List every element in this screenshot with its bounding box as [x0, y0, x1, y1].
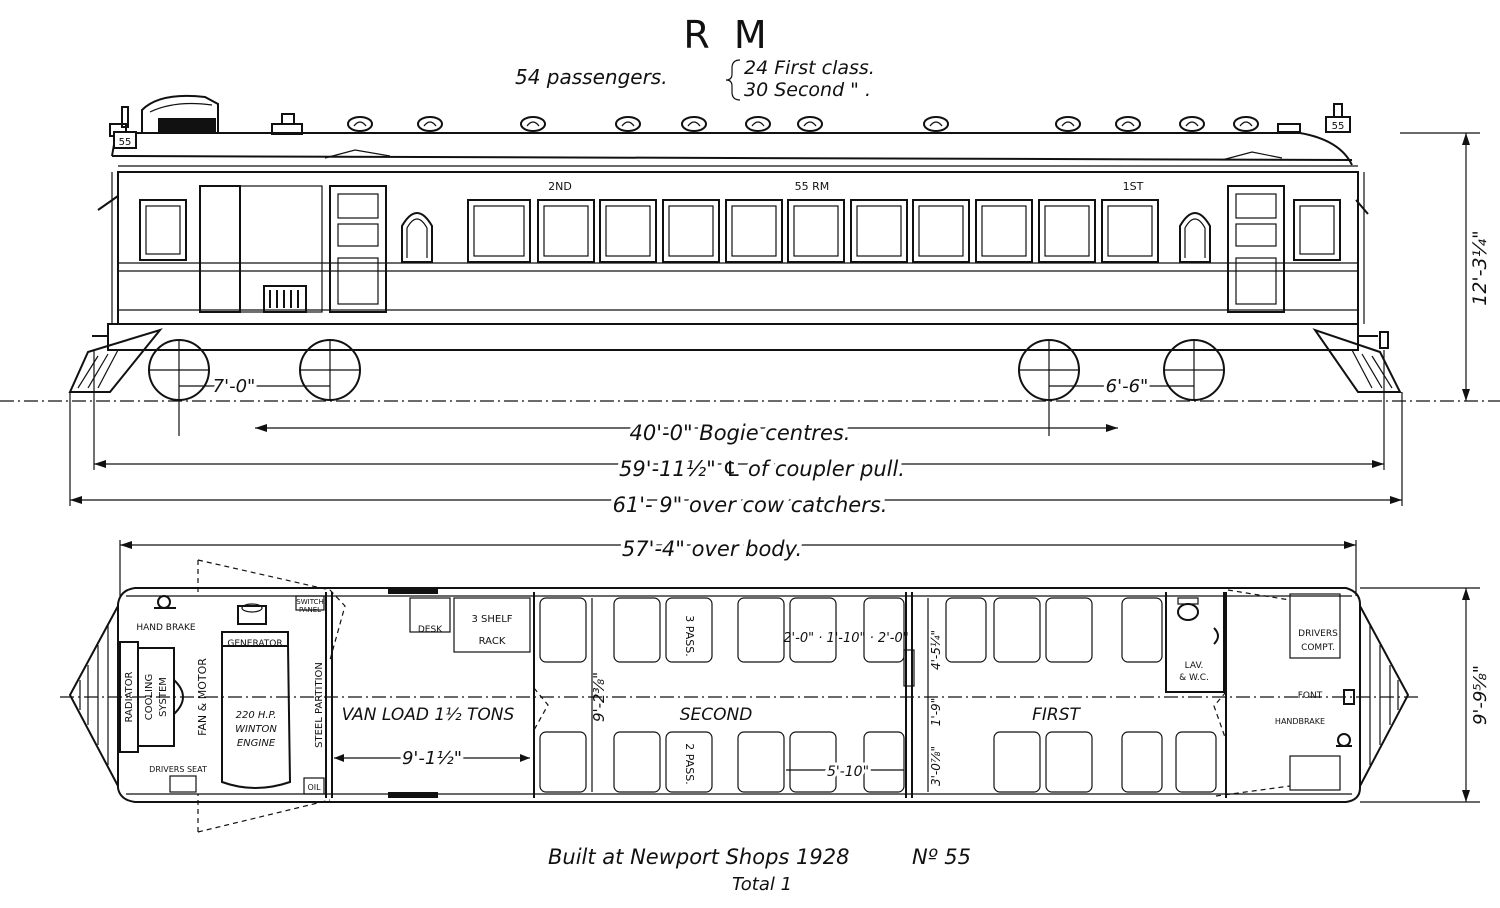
over-body: 57'-4" over body. [622, 537, 802, 561]
roof-ventilators [347, 116, 1259, 132]
aisle-dim-b: 1'-9" [929, 698, 943, 726]
cow-catchers: 61'- 9" over cow catchers. [613, 493, 888, 517]
handbrake-right-label: HANDBRAKE [1275, 717, 1325, 726]
roof-line [111, 132, 1353, 166]
number-plate-left-text: 55 [119, 137, 132, 148]
seat-pitch-dim: 5'-10" [827, 764, 869, 780]
engine-make: WINTON [235, 724, 277, 735]
lavatory [1165, 592, 1225, 693]
plan-catcher-left [68, 605, 119, 787]
aisle-dim-a: 4'-5¼" [929, 630, 943, 670]
drivers-seat-label: DRIVERS SEAT [149, 765, 207, 774]
capacity-first: 24 First class. [744, 57, 875, 79]
cooling-label-1: COOLING [144, 674, 155, 720]
van-load-label: VAN LOAD 1½ TONS [342, 705, 515, 725]
underframe [107, 323, 1359, 351]
steel-partition-label: STEEL PARTITION [314, 662, 325, 748]
handbrake-left [154, 595, 176, 609]
length-dimensions: 40'-0" Bogie centres. 59'-11½" ℄ of coup… [69, 350, 1403, 596]
aisle-dim-c: 3'-0⅞" [929, 746, 943, 786]
shelf-rack-2: RACK [479, 636, 506, 647]
diagram-title: R M [683, 13, 772, 57]
car-number-label: 55 RM [795, 180, 830, 193]
capacity-total: 54 passengers. [515, 65, 668, 89]
bogie-wheels [148, 339, 1225, 401]
van-length: 9'-1½" [402, 748, 462, 769]
desk-label: DESK [418, 625, 443, 635]
side-elevation: 55 55 [0, 94, 1500, 402]
seat-spacing-dim: 2'-0" · 1'-10" · 2'-0" [783, 631, 908, 646]
lav-label-1: LAV. [1185, 661, 1204, 671]
roof-vent [324, 149, 391, 159]
coupler-pull: 59'-11½" ℄ of coupler pull. [619, 457, 905, 481]
drivers-compt [1289, 593, 1341, 659]
class-label-first: 1ST [1123, 180, 1144, 193]
cow-catcher-right [1312, 328, 1402, 393]
seat-width-dim: 9'-2⅜" [590, 672, 608, 722]
wheelbase-left: 7'-0" [213, 376, 256, 397]
capacity-second: 30 Second " . [744, 79, 871, 101]
engine-hp: 220 H.P. [236, 710, 277, 721]
engine-type: ENGINE [237, 738, 276, 749]
lav-label-2: & W.C. [1179, 673, 1209, 683]
body-width: 9'-9⅝" [1470, 665, 1491, 725]
capacity-brace [725, 59, 741, 101]
generator-label: GENERATOR [227, 639, 282, 649]
engine-grille [263, 285, 307, 313]
first-class-seats [945, 597, 1217, 793]
second-label: SECOND [680, 705, 753, 725]
roof-radiator: 55 [109, 94, 219, 149]
handbrake-left-label: HAND BRAKE [136, 623, 196, 633]
number-plate-left [113, 131, 137, 149]
overall-height: 12'-3¼" [1469, 230, 1491, 306]
floor-plan: SWITCH PANEL OIL STEEL PARTITION HAND BR… [60, 559, 1491, 833]
oil-label: OIL [307, 783, 321, 792]
built-at: Built at Newport Shops 1928 [548, 845, 849, 869]
first-label: FIRST [1032, 705, 1081, 725]
class-label-second: 2ND [548, 180, 572, 193]
total-count: Total 1 [732, 874, 792, 895]
handbrake-right [1336, 733, 1352, 747]
radiator-label: RADIATOR [124, 671, 135, 722]
cooling-label-2: SYSTEM [158, 677, 169, 717]
car-number: Nº 55 [912, 845, 971, 869]
side-windows [139, 199, 1341, 263]
switch-panel-2: PANEL [299, 606, 321, 614]
plan-outline [117, 587, 1361, 803]
pass-3-label: 3 PASS. [683, 615, 696, 656]
shelf-rack-1: 3 SHELF [471, 614, 512, 625]
cow-catcher-left [68, 328, 163, 393]
winton-engine: GENERATOR 220 H.P. WINTON ENGINE [221, 603, 292, 789]
pass-2-label: 2 PASS. [683, 743, 696, 784]
drivers-compt-2: COMPT. [1301, 643, 1335, 653]
wheelbase-right: 6'-6" [1106, 376, 1149, 397]
bogie-centres: 40'-0" Bogie centres. [630, 421, 851, 445]
cooling-system [137, 647, 175, 747]
fan-motor-label: FAN & MOTOR [196, 658, 209, 736]
font-label: FONT [1298, 691, 1323, 701]
car-body [117, 171, 1359, 325]
drivers-compt-1: DRIVERS [1298, 629, 1338, 639]
plan-catcher-right [1359, 605, 1410, 787]
switch-panel-1: SWITCH [296, 598, 323, 606]
toilet-icon [1177, 597, 1199, 621]
side-doors [199, 185, 1285, 313]
number-plate-right-text: 55 [1332, 121, 1345, 132]
second-class-seats [539, 597, 905, 793]
